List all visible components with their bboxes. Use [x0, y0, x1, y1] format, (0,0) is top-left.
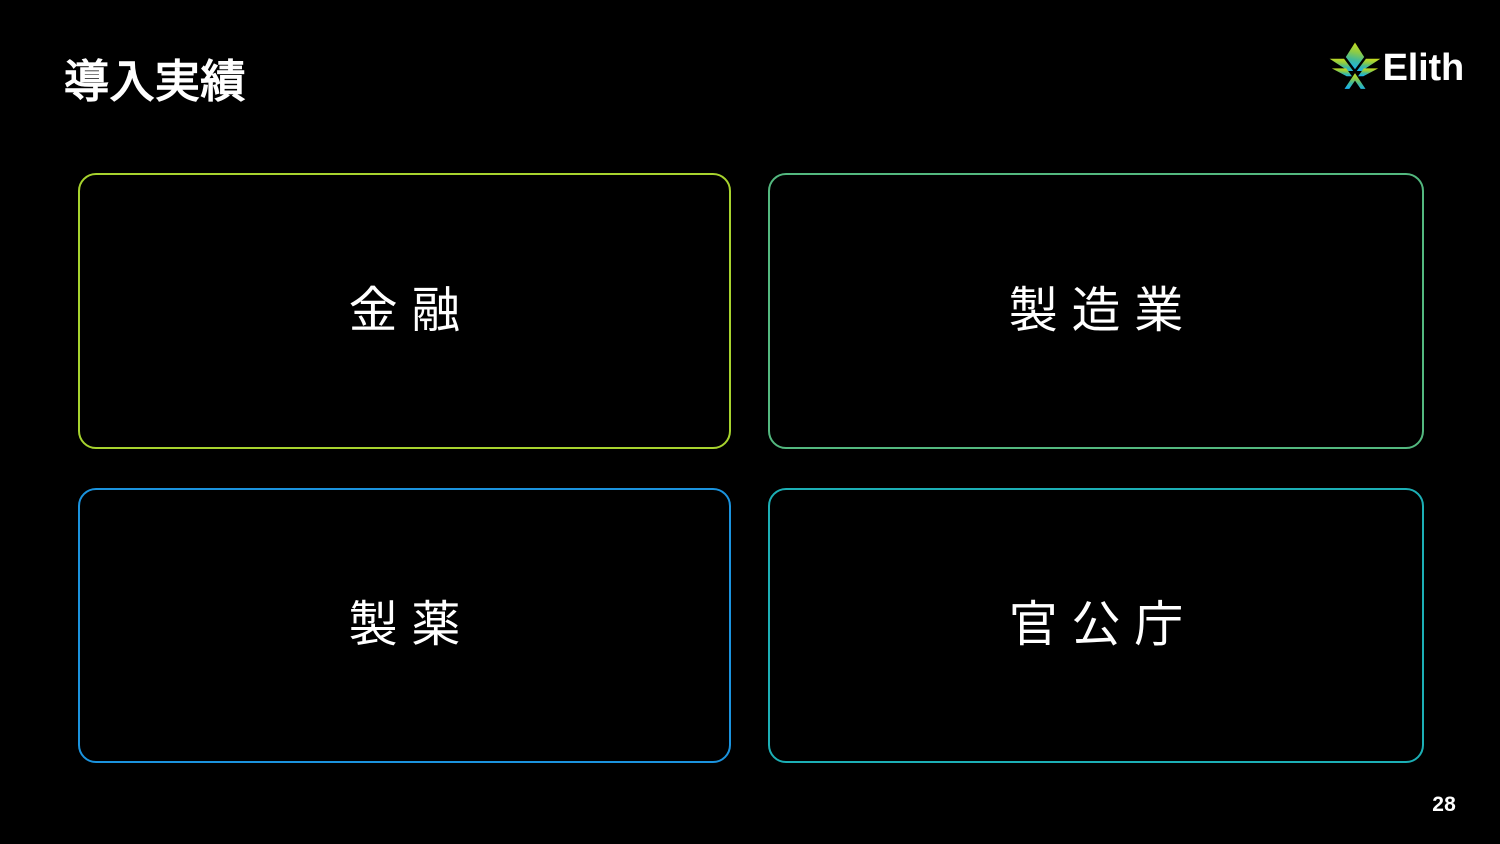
industry-card-finance[interactable]: 金融	[78, 173, 731, 449]
industry-card-label: 製造業	[1008, 283, 1197, 338]
industry-card-manufacturing[interactable]: 製造業	[768, 173, 1424, 449]
industry-card-label: 官公庁	[1008, 598, 1197, 653]
brand-logo: Elith	[1327, 38, 1464, 96]
industry-card-government[interactable]: 官公庁	[768, 488, 1424, 763]
industry-card-grid: 金融 製造業 製薬 官公庁	[78, 173, 1424, 763]
industry-card-pharmaceutical[interactable]: 製薬	[78, 488, 731, 763]
industry-card-label: 金融	[348, 283, 475, 338]
elith-leaf-mark-icon	[1329, 42, 1380, 89]
page-number: 28	[1432, 793, 1456, 816]
page-title: 導入実績	[64, 56, 246, 107]
brand-name: Elith	[1382, 47, 1465, 89]
industry-card-label: 製薬	[348, 598, 475, 653]
